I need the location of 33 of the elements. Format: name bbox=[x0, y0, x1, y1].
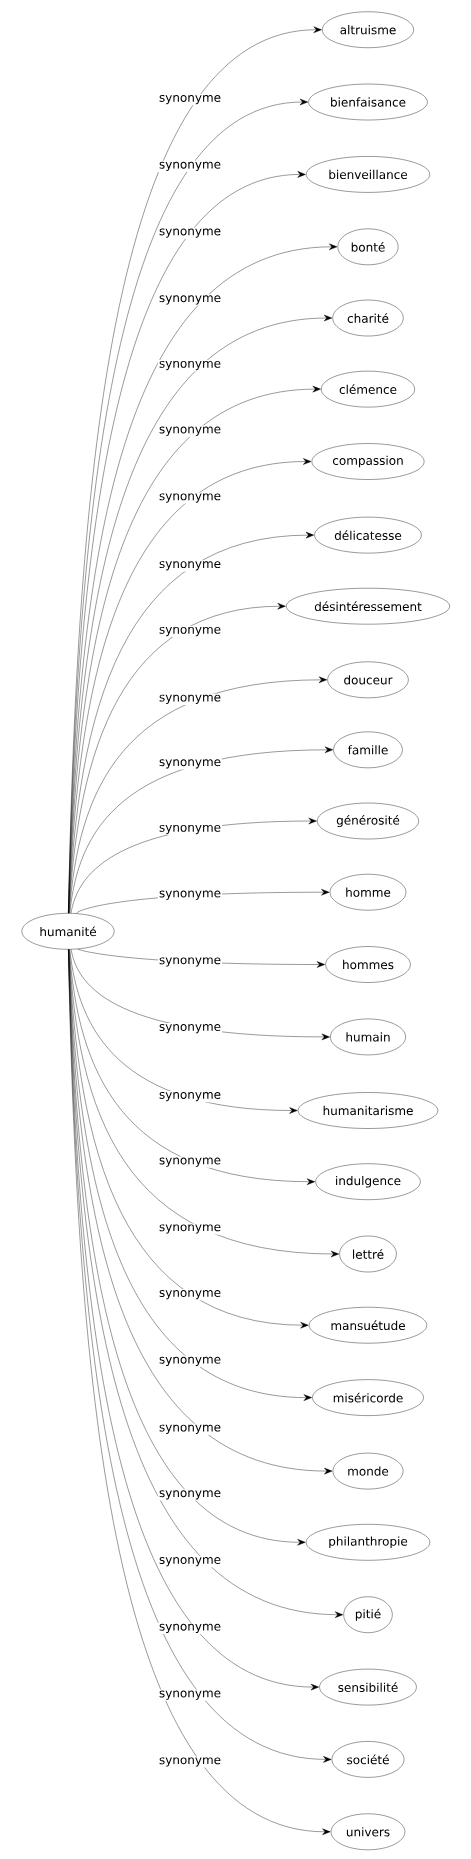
edge-label: synonyme bbox=[157, 1423, 223, 1435]
edge-label: synonyme bbox=[157, 625, 223, 638]
edge-label: synonyme bbox=[157, 160, 223, 173]
edge-label: synonyme bbox=[157, 1355, 223, 1367]
arrow bbox=[68, 949, 309, 1329]
edge-label: synonyme bbox=[157, 1622, 223, 1634]
arrow bbox=[68, 949, 340, 1258]
edge-label: synonyme bbox=[157, 1556, 223, 1568]
edge-label: synonyme bbox=[157, 425, 223, 437]
edge-label: synonyme bbox=[157, 1289, 223, 1301]
edge-label: synonyme bbox=[157, 227, 223, 239]
arrow bbox=[69, 676, 328, 914]
arrow bbox=[69, 746, 334, 914]
edge-label: synonyme bbox=[157, 560, 223, 572]
edge-label: synonyme bbox=[157, 823, 223, 836]
arrow bbox=[69, 949, 298, 1114]
edge-label: synonyme bbox=[157, 1091, 223, 1103]
edge-label: synonyme bbox=[157, 359, 223, 372]
edge-label: synonyme bbox=[157, 1156, 223, 1168]
edge-label: synonyme bbox=[157, 1756, 223, 1768]
arrow bbox=[68, 531, 314, 914]
edge-label: synonyme bbox=[157, 1689, 223, 1701]
edge-label: synonyme bbox=[157, 1489, 223, 1501]
edge-label: synonyme bbox=[157, 889, 223, 901]
edge-label: synonyme bbox=[157, 693, 223, 705]
edge-label: synonyme bbox=[157, 94, 223, 106]
edge-label: synonyme bbox=[157, 294, 223, 306]
edge-label: synonyme bbox=[157, 1023, 223, 1035]
arrow bbox=[68, 602, 286, 914]
edge-label: synonyme bbox=[157, 758, 223, 770]
edge-label: synonyme bbox=[157, 1223, 223, 1235]
edge-label: synonyme bbox=[157, 492, 223, 504]
edge-label: synonyme bbox=[157, 956, 223, 968]
